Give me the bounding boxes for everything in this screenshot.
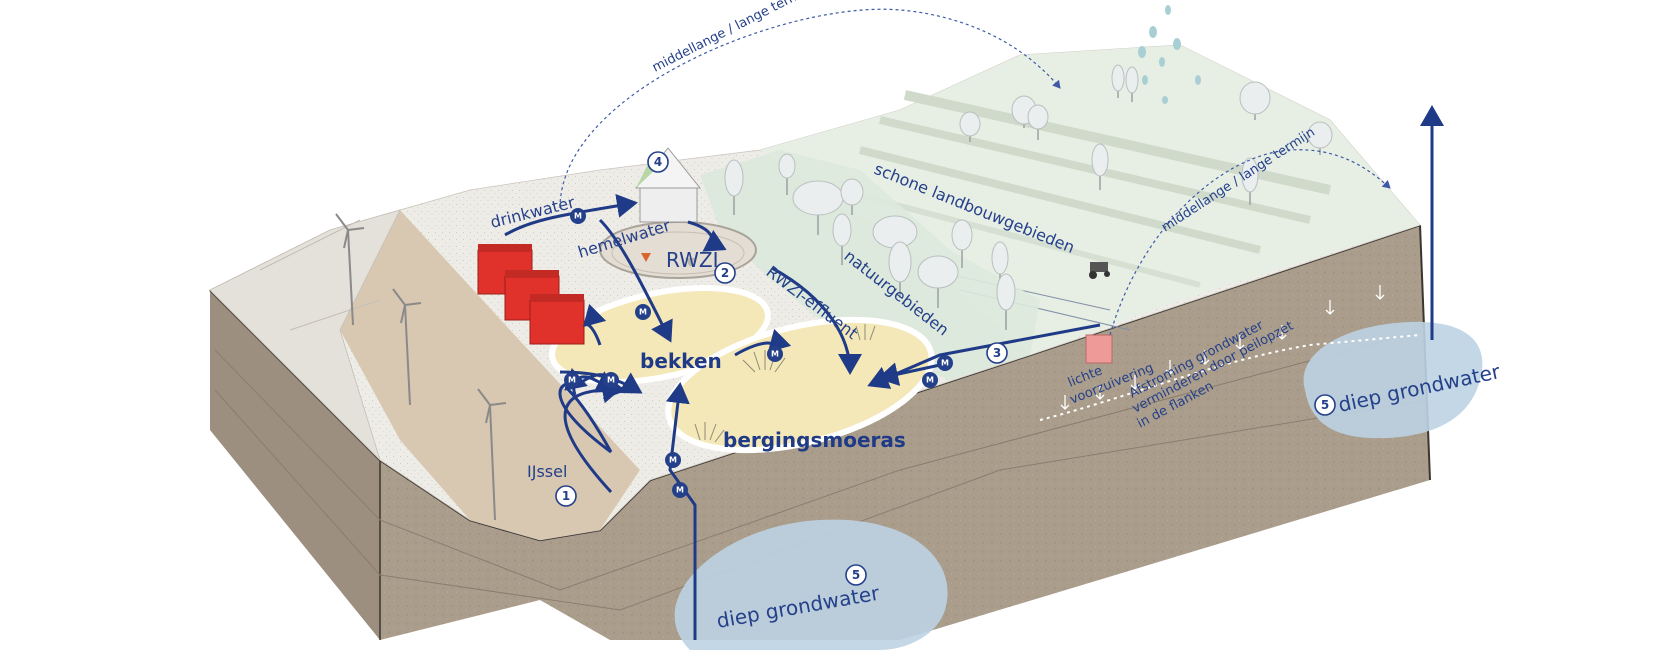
marker-5-right: 5 [1321, 398, 1329, 412]
red-storage-tanks [477, 244, 585, 345]
bergingsmoeras-marsh [665, 316, 935, 454]
seepage-arrows [1060, 285, 1385, 410]
marker-4: 4 [654, 155, 662, 169]
label-ijssel: IJssel [527, 462, 567, 481]
number-markers: 1 2 3 4 5 5 [555, 151, 1336, 586]
meter-label: M [568, 376, 576, 385]
wind-turbines [335, 213, 507, 521]
river-ijssel [330, 210, 640, 540]
trees [724, 64, 1333, 330]
long-term-arc-top [559, 8, 1061, 209]
house [634, 147, 702, 223]
label-bergingsmoeras: bergingsmoeras [723, 428, 906, 452]
label-middellange-top: middellange / lange termijn [650, 0, 817, 76]
meter-label: M [669, 456, 677, 465]
rain-drops [1138, 5, 1201, 104]
meter-label: M [607, 376, 615, 385]
reeds [694, 324, 876, 443]
meter-markers: M M M M M M M M M [564, 208, 953, 498]
meter-label: M [926, 376, 934, 385]
meter-label: M [771, 350, 779, 359]
meter-label: M [639, 308, 647, 317]
long-term-arc-right [1109, 149, 1391, 336]
marker-5-left: 5 [852, 568, 860, 582]
label-rwzi: RWZI [666, 248, 718, 272]
pumping-station [1085, 334, 1113, 364]
tractor-icon [1089, 262, 1110, 279]
meter-label: M [676, 486, 684, 495]
marker-3: 3 [993, 346, 1001, 360]
marker-1: 1 [562, 489, 570, 503]
deep-groundwater-right [1303, 321, 1483, 439]
meter-label: M [574, 212, 582, 221]
nature-area [700, 150, 1040, 380]
label-bekken: bekken [640, 349, 722, 373]
deep-groundwater-left [674, 519, 948, 650]
meter-label: M [941, 359, 949, 368]
marker-2: 2 [721, 266, 729, 280]
